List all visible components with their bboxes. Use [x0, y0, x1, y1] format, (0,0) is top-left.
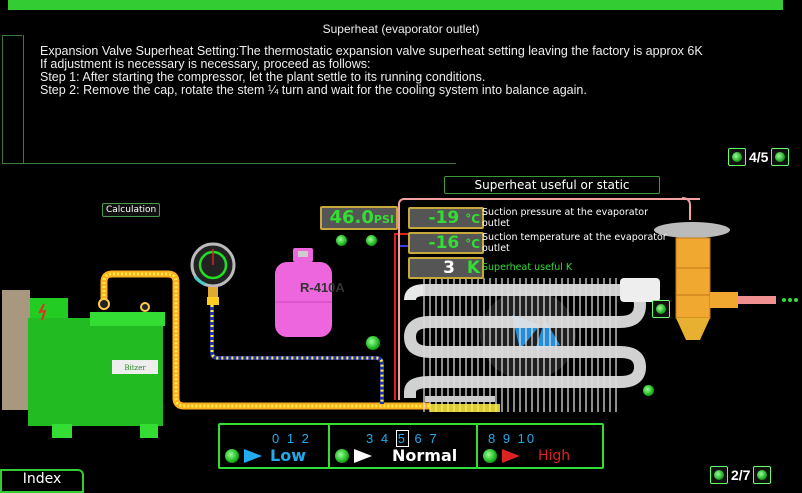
scale-label: Normal [392, 446, 458, 465]
pressure-value: 46.0 [329, 207, 374, 228]
readout-unit: °C [465, 237, 480, 251]
scale-numbers: 0 1 2 [272, 431, 311, 446]
superheat-title: Superheat useful or static [444, 176, 660, 194]
page-indicator: 2/7 [731, 467, 751, 483]
valve-adjust-button[interactable] [652, 300, 670, 318]
superheat-scale: 0 1 2 Low 3 4 5 6 7 Normal 8 9 10 High [218, 423, 604, 469]
high-button[interactable] [483, 449, 497, 463]
decrease-pressure-button[interactable] [366, 235, 377, 246]
play-icon [656, 304, 666, 314]
scale-label: High [538, 448, 571, 464]
pressure-gauge [190, 242, 236, 305]
next-button[interactable] [771, 148, 790, 166]
prev-button[interactable] [710, 466, 728, 484]
next-button[interactable] [753, 466, 772, 484]
scale-numbers: 8 9 10 [488, 431, 537, 446]
prev-button[interactable] [728, 148, 746, 166]
sensor-bulb [425, 396, 495, 402]
fan-button[interactable] [643, 385, 654, 396]
scale-numbers-after: 6 7 [408, 431, 439, 446]
play-arrow-icon [244, 449, 262, 463]
normal-button[interactable] [335, 449, 349, 463]
play-icon [732, 152, 742, 162]
frame-line [2, 35, 22, 36]
suction-pressure-readout: -19 °C [408, 207, 484, 229]
scale-normal: 3 4 5 6 7 Normal [330, 425, 478, 467]
play-arrow-icon [354, 449, 372, 463]
evaporator-fins [423, 278, 617, 412]
refrigerant-label: R-410A [300, 280, 345, 295]
page-title: Superheat (evaporator outlet) [322, 22, 480, 36]
page-indicator: 4/5 [749, 149, 769, 165]
pressure-unit: PSI [373, 213, 394, 226]
scale-high: 8 9 10 High [478, 425, 602, 467]
readout-value: 3 [443, 258, 455, 278]
instruction-line: Step 2: Remove the cap, rotate the stem … [40, 83, 587, 97]
suction-temperature-label: Suction temperature at the evaporator ou… [482, 232, 667, 254]
top-progress-bar [8, 0, 783, 10]
valve-down-button[interactable] [366, 336, 380, 350]
suction-temperature-readout: -16 °C [408, 232, 484, 254]
instruction-line: Step 1: After starting the compressor, l… [40, 70, 486, 84]
scale-low: 0 1 2 Low [220, 425, 330, 467]
increase-pressure-button[interactable] [336, 235, 347, 246]
readout-unit: K [466, 258, 480, 278]
play-icon [714, 470, 724, 480]
superheat-readout: 3 K [408, 257, 484, 279]
play-arrow-icon [502, 449, 520, 463]
instructions-text: Expansion Valve Superheat Setting:The th… [40, 45, 703, 97]
pressure-readout: 46.0PSI [320, 206, 398, 230]
suction-pressure-label: Suction pressure at the evaporator outle… [482, 207, 649, 229]
play-icon [757, 470, 768, 480]
index-button[interactable]: Index [0, 469, 84, 493]
readout-value: -19 [428, 208, 460, 228]
sensor-line-red [394, 233, 408, 400]
superheat-panel-frame [398, 198, 700, 400]
pager-top: 4/5 [728, 148, 790, 166]
compressor: Bitzer [2, 290, 165, 438]
scale-label: Low [270, 446, 306, 465]
scale-numbers-before: 3 4 [366, 431, 396, 446]
superheat-label: Superheat useful K [482, 262, 573, 273]
instruction-line: If adjustment is necessary is necessary,… [40, 57, 371, 71]
current-value-marker: 5 [395, 430, 409, 447]
calculation-button[interactable]: Calculation [102, 203, 161, 217]
readout-unit: °C [465, 212, 480, 226]
scale-numbers: 3 4 5 6 7 [366, 430, 439, 447]
pager-bottom: 2/7 [710, 466, 772, 484]
low-button[interactable] [225, 449, 239, 463]
instructions-frame [2, 35, 456, 164]
refrigeration-diagram: Bitzer [2, 197, 798, 438]
expansion-valve [654, 222, 798, 340]
refrigerant-cylinder [275, 248, 332, 337]
readout-value: -16 [428, 233, 460, 253]
play-icon [775, 152, 786, 162]
instruction-line: Expansion Valve Superheat Setting:The th… [40, 44, 703, 58]
svg-text:Bitzer: Bitzer [124, 364, 146, 372]
